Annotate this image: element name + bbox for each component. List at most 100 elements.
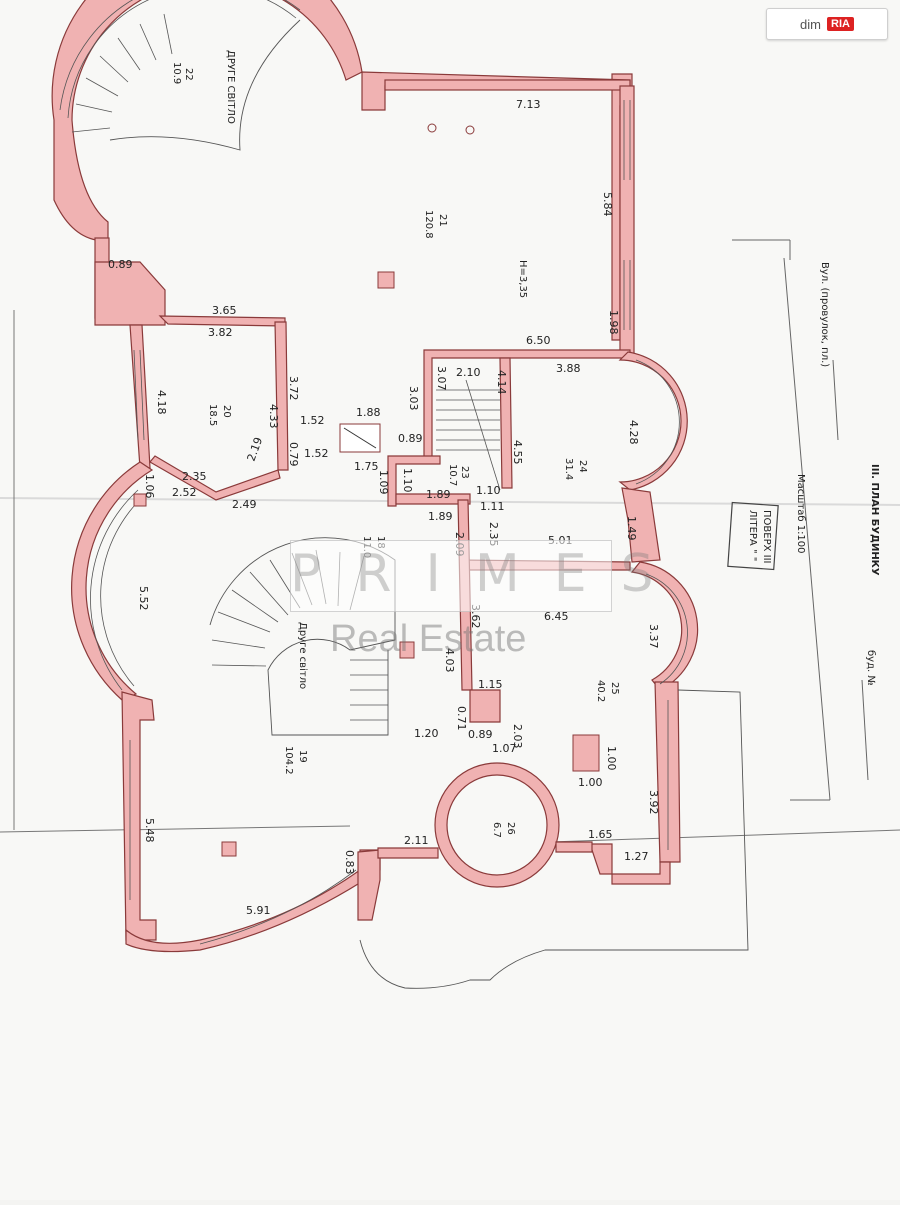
room-23-number: 23 [459,466,470,479]
dim-label: 4.55 [511,440,524,465]
dim-label: 1.52 [300,414,325,427]
dim-label: 0.83 [343,850,356,875]
dim-label: 3.03 [407,386,420,411]
building-number-label: буд. № [865,650,876,686]
scale-label: Масштаб 1:100 [795,474,806,554]
south-wall [377,847,439,859]
column [221,841,237,857]
second-light-mid: Друге світло [297,622,309,689]
round-room-interior [446,774,548,876]
dim-label: 1.75 [354,460,379,473]
dim-label: 3.62 [469,604,482,629]
dim-label: 1.27 [624,850,649,863]
north-wall [384,79,631,91]
dim-label: 3.37 [647,624,660,649]
outlet [427,123,437,133]
dimension-labels: 7.13 5.84 0.89 1.98 3.65 3.82 6.50 3.72 … [108,98,660,917]
dim-label: 5.48 [143,818,156,843]
east-pier [621,487,661,563]
tower-stair [71,13,173,133]
east-wall-bottom [654,681,681,863]
room-20-number: 20 [221,405,232,418]
column [133,493,147,507]
room-24-number: 24 [577,460,588,473]
dim-ria-badge[interactable]: dim RIA [766,8,888,40]
window-arc [100,491,149,687]
dim-label: 0.71 [455,706,468,731]
dim-label: 3.72 [287,376,300,401]
south-wall [555,841,593,853]
dim-label: 3.65 [212,304,237,317]
dim-label: 1.20 [414,727,439,740]
fixtures [133,123,600,857]
outlet [465,125,475,135]
second-light-top: ДРУГЕ СВІТЛО [225,50,236,124]
room-23-area: 10.7 [447,464,458,486]
room-24-area: 31.4 [563,458,574,480]
column [377,271,395,289]
dim-label: 2.03 [511,724,524,749]
dim-label: 3.07 [435,366,448,391]
dim-label: 5.01 [548,534,573,547]
dim-label: 1.49 [625,516,638,541]
dim-label: 6.45 [544,610,569,623]
straight-stair [436,379,501,491]
column-square [572,734,600,772]
dim-label: 1.52 [304,447,329,460]
badge-logo: RIA [827,17,854,31]
room20-wall [149,455,281,501]
landing-wall [395,493,471,505]
floor-stamp-letter: ЛІТЕРА " " [747,510,758,561]
room-26-area: 6.7 [491,822,502,838]
dim-label: 1.65 [588,828,613,841]
partition-501 [459,559,631,571]
room-25-number: 25 [609,682,620,695]
partition-071 [469,689,501,723]
dim-label: 3.88 [556,362,581,375]
window-arc [635,359,680,485]
dim-label: 4.18 [155,390,168,415]
window-arc [67,0,297,119]
dim-label: 0.89 [468,728,493,741]
walls [51,0,699,953]
room-18-number: 18 [375,536,386,549]
dim-label: 1.00 [578,776,603,789]
room-26-number: 26 [505,822,516,835]
dim-label: 5.84 [601,192,614,217]
dim-label: 6.50 [526,334,551,347]
window-line [139,349,145,441]
dim-label: 1.10 [476,484,501,497]
floor-stamp-box [727,501,779,571]
dim-label: 1.06 [143,474,156,499]
window-arc [199,869,357,945]
dim-label: 3.82 [208,326,233,339]
floor-stamp-floor: ПОВЕРХ III [761,510,772,563]
dim-label: 4.14 [495,370,508,395]
dim-label: 1.00 [605,746,618,771]
window-arc [59,0,301,111]
dim-label: 2.35 [487,522,500,547]
east-wall-top [619,85,635,357]
dim-label: 1.11 [480,500,505,513]
dim-label: 1.09 [377,470,390,495]
dim-label: 2.11 [404,834,429,847]
room-19-area: 104.2 [283,746,294,775]
dim-label: 5.52 [137,586,150,611]
room-18-area: 11.0 [361,536,372,558]
plan-title: III. ПЛАН БУДИНКУ [869,464,880,576]
dim-label: 2.49 [232,498,257,511]
window-line [133,349,139,441]
east-pier-bottom [589,843,671,885]
dim-label: 0.89 [398,432,423,445]
dim-label: 0.89 [108,258,133,271]
south-pier [357,849,381,921]
dim-label: 1.07 [492,742,517,755]
street-label: Вул. (провулок, пл.) [819,262,830,367]
dim-label: 1.89 [428,510,453,523]
dim-label: 1.15 [478,678,503,691]
room-21-area: 120.8 [423,210,434,239]
dim-label: 1.98 [607,310,620,335]
dim-label: 4.33 [267,404,280,429]
